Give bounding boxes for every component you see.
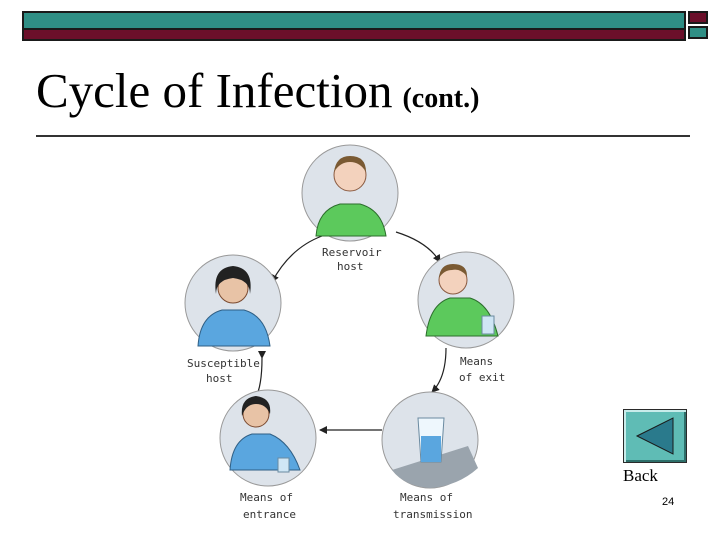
label-transmission-line1: Means of (400, 491, 453, 504)
teal-square (688, 26, 708, 39)
maroon-bar (22, 30, 686, 41)
page-number: 24 (662, 496, 675, 508)
back-label[interactable]: Back (623, 466, 658, 485)
teal-bar (22, 11, 686, 30)
slide-title: Cycle of Infection (cont.) (36, 62, 479, 119)
label-entrance-line1: Means of (240, 491, 293, 504)
maroon-square (688, 11, 708, 24)
title-underline (36, 135, 690, 137)
title-text: Cycle of Infection (36, 63, 393, 118)
reservoir-host-illustration (301, 144, 399, 242)
arrow-exit-to-transmission (431, 347, 447, 393)
label-reservoir-line1: Reservoir (322, 246, 382, 259)
label-entrance-line2: entrance (243, 508, 296, 521)
back-button[interactable] (623, 409, 687, 463)
means-of-entrance-illustration (219, 389, 317, 487)
label-exit-line2: of exit (459, 371, 505, 384)
label-transmission-line2: transmission (393, 508, 472, 521)
title-bar-decoration (22, 11, 708, 41)
label-susceptible-line1: Susceptible (187, 357, 260, 370)
arrow-reservoir-to-susceptible (271, 235, 323, 283)
means-of-exit-illustration (417, 251, 515, 349)
label-exit-line1: Means (460, 355, 493, 368)
label-reservoir-line2: host (337, 260, 364, 273)
arrow-reservoir-to-exit (395, 231, 441, 263)
susceptible-host-illustration (184, 254, 282, 352)
means-of-transmission-illustration (381, 391, 479, 489)
label-susceptible-line2: host (206, 372, 233, 385)
title-subtitle: (cont.) (402, 83, 480, 114)
arrow-entrance-to-susceptible (257, 350, 267, 393)
left-triangle-icon (635, 417, 674, 455)
